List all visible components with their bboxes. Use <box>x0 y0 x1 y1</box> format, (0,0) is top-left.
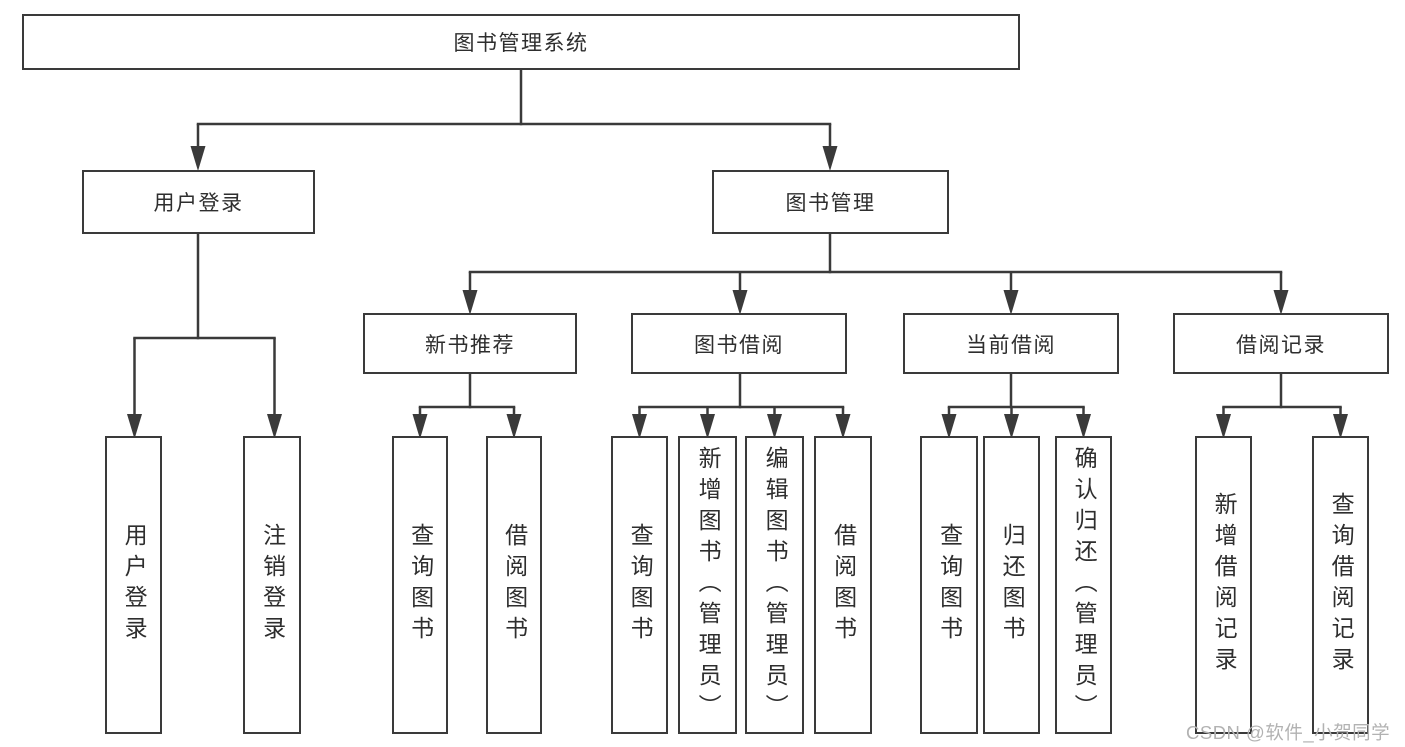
leaf-edit-book-admin: 编辑图书（管理员） <box>745 436 804 734</box>
leaf-return-books: 归还图书 <box>983 436 1040 734</box>
node-current-borrowing: 当前借阅 <box>903 313 1119 374</box>
leaf-borrow-books-recommend: 借阅图书 <box>486 436 542 734</box>
leaf-query-books-recommend: 查询图书 <box>392 436 448 734</box>
leaf-add-book-admin: 新增图书（管理员） <box>678 436 737 734</box>
node-user-login: 用户登录 <box>82 170 315 234</box>
node-borrowing-records: 借阅记录 <box>1173 313 1389 374</box>
leaf-query-books-borrowing: 查询图书 <box>611 436 668 734</box>
leaf-user-login: 用户登录 <box>105 436 162 734</box>
leaf-query-borrow-record: 查询借阅记录 <box>1312 436 1369 734</box>
arrowheads-group <box>127 146 1348 439</box>
leaf-add-borrow-record: 新增借阅记录 <box>1195 436 1252 734</box>
leaf-confirm-return-admin: 确认归还（管理员） <box>1055 436 1112 734</box>
node-root: 图书管理系统 <box>22 14 1020 70</box>
leaf-logout: 注销登录 <box>243 436 301 734</box>
node-new-book-recommend: 新书推荐 <box>363 313 577 374</box>
csdn-watermark: CSDN @软件_小贺同学 <box>1186 722 1391 743</box>
leaf-query-books-current: 查询图书 <box>920 436 978 734</box>
node-book-management: 图书管理 <box>712 170 949 234</box>
leaf-borrow-books-borrowing: 借阅图书 <box>814 436 872 734</box>
node-book-borrowing: 图书借阅 <box>631 313 847 374</box>
